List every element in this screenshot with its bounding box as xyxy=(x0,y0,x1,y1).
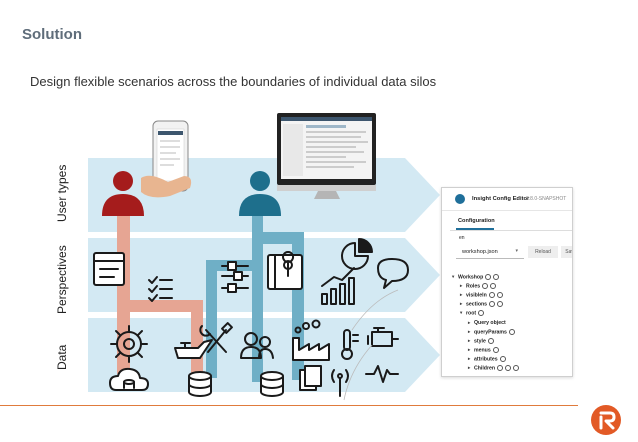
info-icon xyxy=(497,301,503,307)
chevron-down-icon: ▾ xyxy=(515,248,518,254)
tree-node[interactable]: ▸Query object xyxy=(468,320,506,326)
edit-icon xyxy=(509,329,515,335)
info-icon xyxy=(493,274,499,280)
add-icon xyxy=(505,365,511,371)
tree-node[interactable]: ▸Roles xyxy=(460,283,496,289)
app-version: 2.8.0-SNAPSHOT xyxy=(526,196,566,202)
edit-icon xyxy=(489,301,495,307)
tree-node[interactable]: ▾Workshop xyxy=(452,274,499,280)
desktop-monitor-icon xyxy=(277,113,376,199)
edit-icon xyxy=(497,365,503,371)
map-book-icon xyxy=(268,252,302,289)
file-select[interactable]: workshop.json ▾ xyxy=(456,246,524,259)
tree-node[interactable]: ▸Children xyxy=(468,365,519,371)
database-icon xyxy=(261,372,283,396)
info-icon xyxy=(478,310,484,316)
edit-icon xyxy=(489,292,495,298)
list-calendar-icon xyxy=(94,253,124,285)
info-icon xyxy=(497,292,503,298)
tree-node[interactable]: ▸queryParams xyxy=(468,329,515,335)
brand-logo-mark xyxy=(591,405,621,435)
config-editor-header: Insight Config Editor 2.8.0-SNAPSHOT xyxy=(442,188,572,211)
language-field[interactable]: en xyxy=(459,235,465,241)
file-select-value: workshop.json xyxy=(462,249,498,255)
config-editor-panel: Insight Config Editor 2.8.0-SNAPSHOT Con… xyxy=(441,187,573,377)
tree-node[interactable]: ▸menus xyxy=(468,347,499,353)
tab-configuration[interactable]: Configuration xyxy=(458,218,495,224)
edit-icon xyxy=(500,356,506,362)
tab-indicator xyxy=(456,228,494,230)
edit-icon xyxy=(482,283,488,289)
tree-node[interactable]: ▸attributes xyxy=(468,356,506,362)
database-icon xyxy=(189,372,211,396)
reload-button[interactable]: Reload xyxy=(528,246,558,258)
tree-node[interactable]: ▸sections xyxy=(460,301,503,307)
sliders-icon xyxy=(222,262,248,292)
tree-node[interactable]: ▸style xyxy=(468,338,494,344)
app-logo-icon xyxy=(455,194,465,204)
edit-icon xyxy=(485,274,491,280)
tree-node[interactable]: ▸visibleIn xyxy=(460,292,503,298)
tree-node[interactable]: ▾root xyxy=(460,310,484,316)
brand-logo-icon xyxy=(591,405,621,435)
app-title: Insight Config Editor xyxy=(472,196,529,202)
footer-divider xyxy=(0,405,578,406)
edit-icon xyxy=(488,338,494,344)
edit-icon xyxy=(493,347,499,353)
info-icon xyxy=(490,283,496,289)
tab-bar: Configuration xyxy=(450,218,572,231)
documents-icon xyxy=(300,366,321,390)
save-button[interactable]: Save xyxy=(561,246,573,258)
info-icon xyxy=(513,365,519,371)
